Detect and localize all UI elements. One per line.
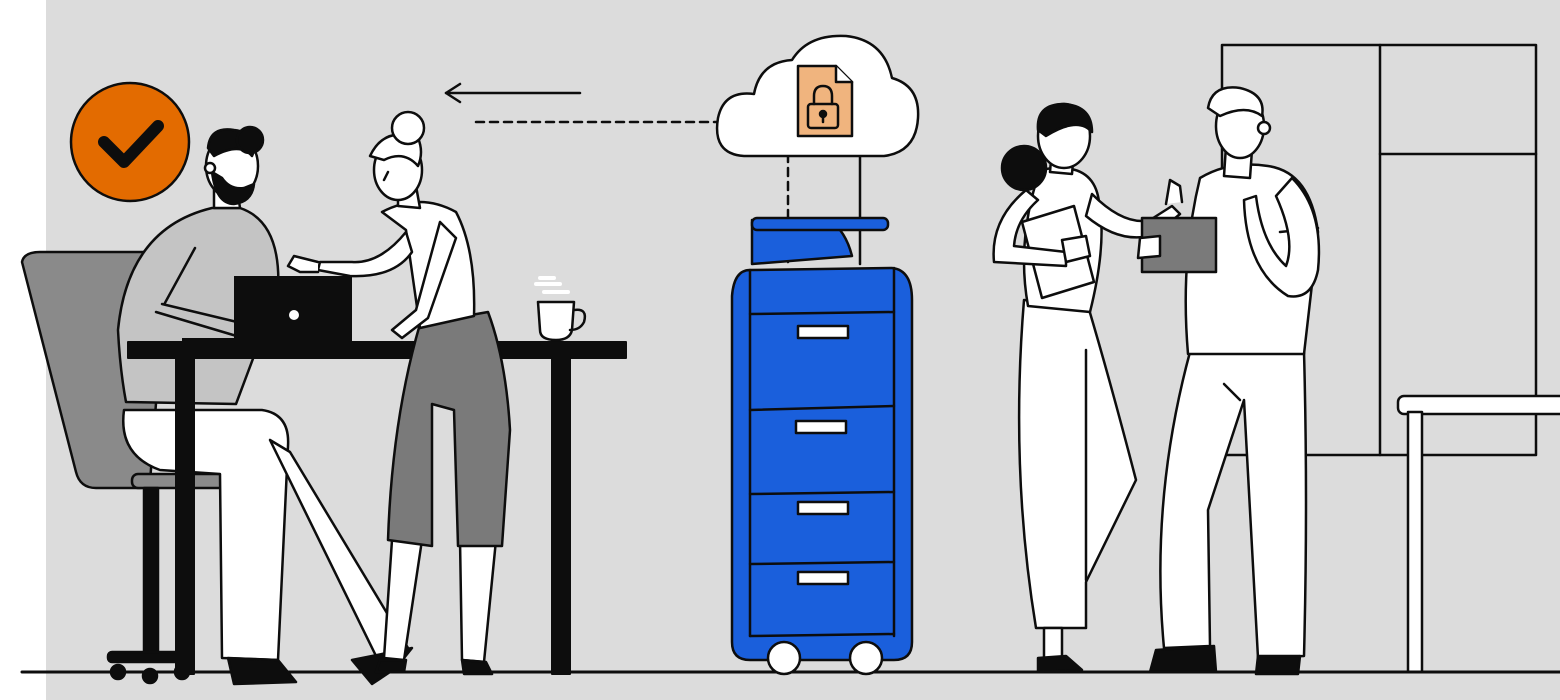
laptop-icon	[182, 276, 352, 344]
padlock-file-icon	[796, 64, 854, 138]
standing-woman-right	[992, 102, 1184, 674]
standing-woman-left	[286, 110, 512, 676]
standing-man-right	[1136, 86, 1321, 676]
side-table	[1396, 394, 1560, 674]
desk	[127, 341, 627, 675]
coffee-mug-icon	[534, 276, 587, 342]
checkmark-icon	[69, 81, 191, 203]
printer-cabinet	[730, 216, 914, 676]
